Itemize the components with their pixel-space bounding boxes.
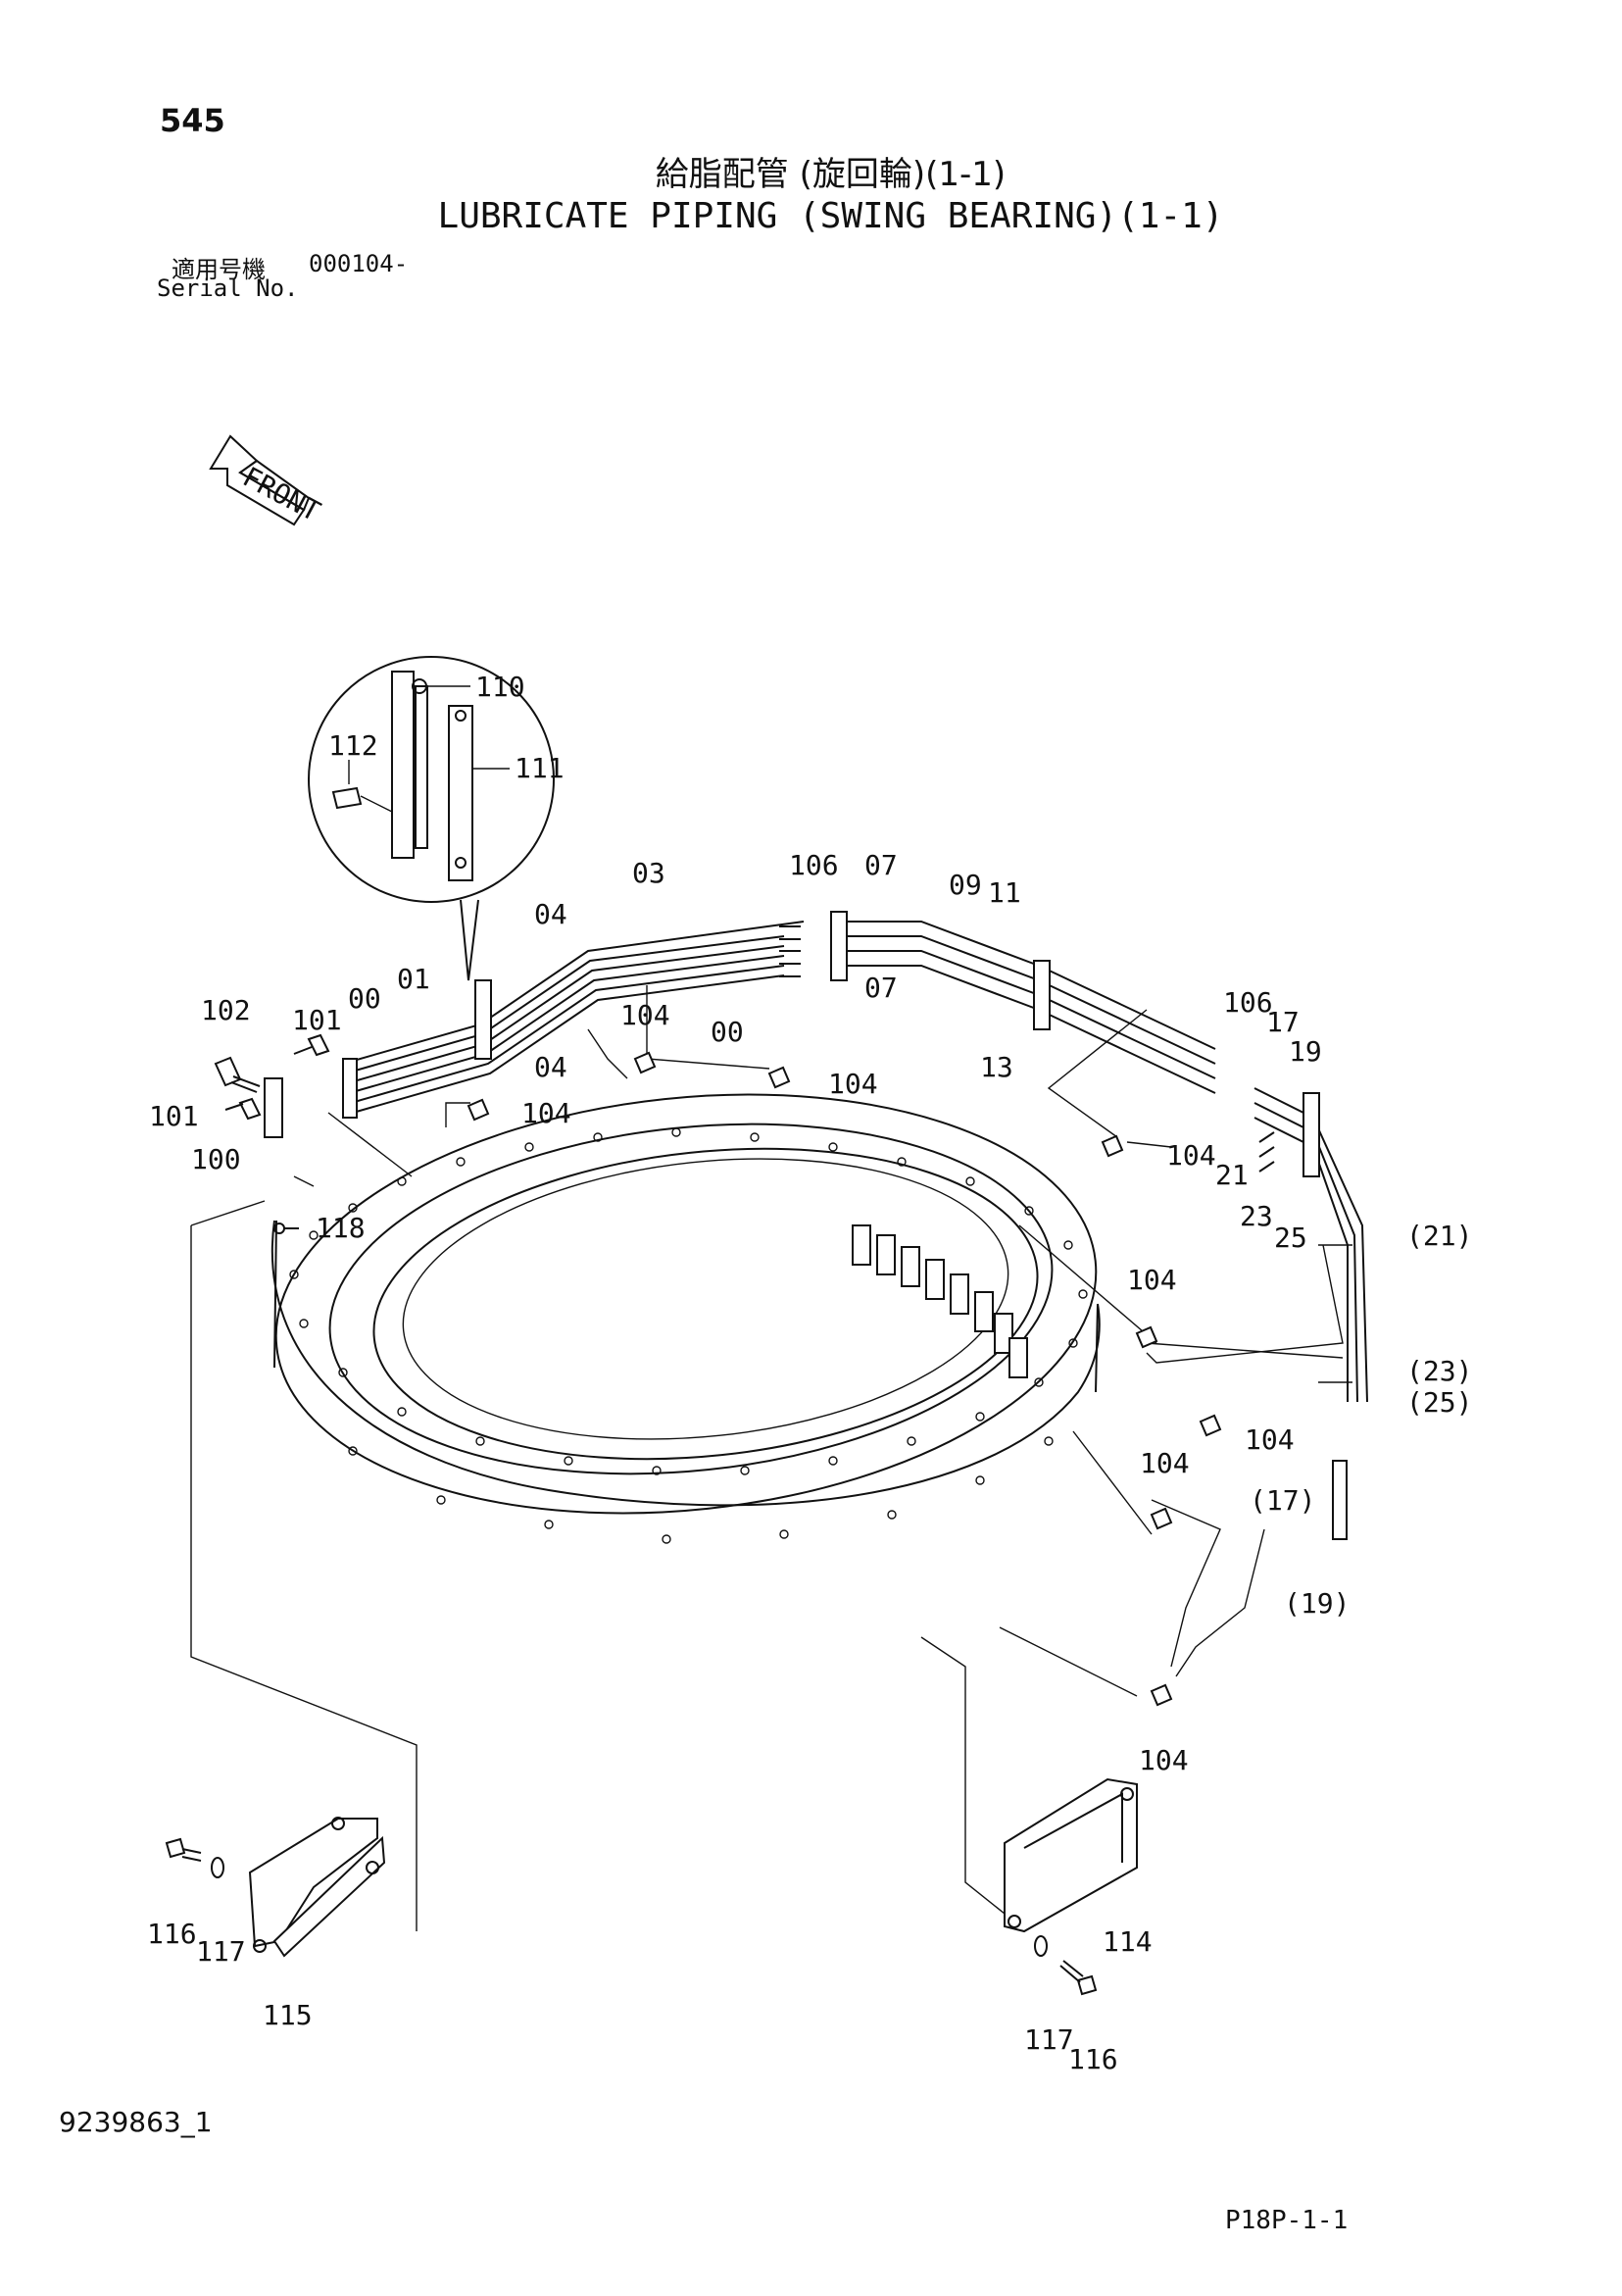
page-title-japanese: 給脂配管 (旋回輪)(1-1)	[655, 155, 1007, 194]
callout-101-lower: 101	[149, 1100, 199, 1132]
callout-101-upper: 101	[292, 1004, 342, 1036]
callout-07-upper: 07	[864, 849, 898, 881]
callout-13: 13	[980, 1051, 1013, 1083]
callout-11: 11	[988, 876, 1021, 909]
front-arrow-icon: FRONT	[209, 434, 325, 527]
callout-00-center: 00	[711, 1016, 744, 1048]
callout-104-a: 104	[620, 999, 670, 1031]
callout-104-e: 104	[1127, 1264, 1177, 1296]
callout-106-left: 106	[789, 849, 839, 881]
callout-117-left: 117	[196, 1935, 246, 1968]
callout-21-ref: (21)	[1406, 1220, 1472, 1252]
callout-112: 112	[328, 729, 378, 762]
callout-17: 17	[1266, 1006, 1300, 1038]
callout-19: 19	[1289, 1035, 1322, 1068]
callout-01: 01	[397, 963, 430, 995]
callout-23-ref: (23)	[1406, 1355, 1472, 1387]
callout-04-upper: 04	[534, 898, 567, 930]
callout-104-h: 104	[1139, 1744, 1189, 1776]
callout-00-left: 00	[348, 982, 381, 1015]
cover-plate-114	[1004, 1777, 1138, 1933]
drawing-id: 9239863_1	[59, 2106, 213, 2138]
callout-04-lower: 04	[534, 1051, 567, 1083]
fittings-104	[467, 1051, 1222, 1707]
callout-104-d: 104	[1166, 1139, 1216, 1172]
callout-labels: 110 111 112 03 04 04 00 00 01 106 07 07 …	[147, 671, 1472, 2075]
sheet-reference: P18P-1-1	[1225, 2206, 1349, 2235]
callout-23: 23	[1240, 1200, 1273, 1232]
callout-100: 100	[191, 1143, 241, 1175]
callout-117-right: 117	[1024, 2023, 1074, 2056]
callout-104-b: 104	[521, 1097, 571, 1129]
fittings-left	[214, 1033, 330, 1234]
callout-118: 118	[316, 1212, 366, 1244]
callout-104-g: 104	[1140, 1447, 1190, 1479]
serial-label-english: Serial No.	[157, 275, 299, 302]
swing-bearing-ring	[270, 1093, 1101, 1544]
callout-102: 102	[201, 994, 251, 1026]
callout-110: 110	[475, 671, 525, 703]
callout-104-c: 104	[828, 1068, 878, 1100]
callout-116-left: 116	[147, 1918, 197, 1950]
bolts-116-117	[165, 1837, 1098, 1996]
serial-label-japanese: 適用号機	[172, 256, 266, 283]
serial-number-value: 000104-	[309, 250, 409, 277]
callout-111: 111	[515, 752, 565, 784]
callout-104-f: 104	[1245, 1423, 1295, 1456]
cover-plate-115	[248, 1817, 386, 1958]
callout-07-lower: 07	[864, 972, 898, 1004]
pipe-bundle-left	[342, 921, 805, 1119]
callout-25: 25	[1274, 1222, 1307, 1254]
callout-09: 09	[949, 869, 982, 901]
callout-106-right: 106	[1223, 986, 1273, 1019]
leader-lines	[190, 985, 1344, 1931]
bolt-holes	[289, 1127, 1088, 1544]
callout-17-ref: (17)	[1250, 1484, 1315, 1517]
gear-teeth	[852, 1224, 1028, 1378]
callout-116-right: 116	[1068, 2043, 1118, 2075]
callout-115: 115	[263, 1999, 313, 2031]
callout-114: 114	[1103, 1925, 1153, 1958]
page-number: 545	[160, 102, 225, 139]
callout-25-ref: (25)	[1406, 1386, 1472, 1419]
callout-21: 21	[1215, 1159, 1249, 1191]
pipe-bundle-right	[830, 911, 1368, 1540]
callout-19-ref: (19)	[1284, 1587, 1350, 1620]
detail-circle	[308, 656, 555, 981]
callout-03: 03	[632, 857, 665, 889]
page-title-english: LUBRICATE PIPING (SWING BEARING)(1-1)	[437, 196, 1224, 236]
